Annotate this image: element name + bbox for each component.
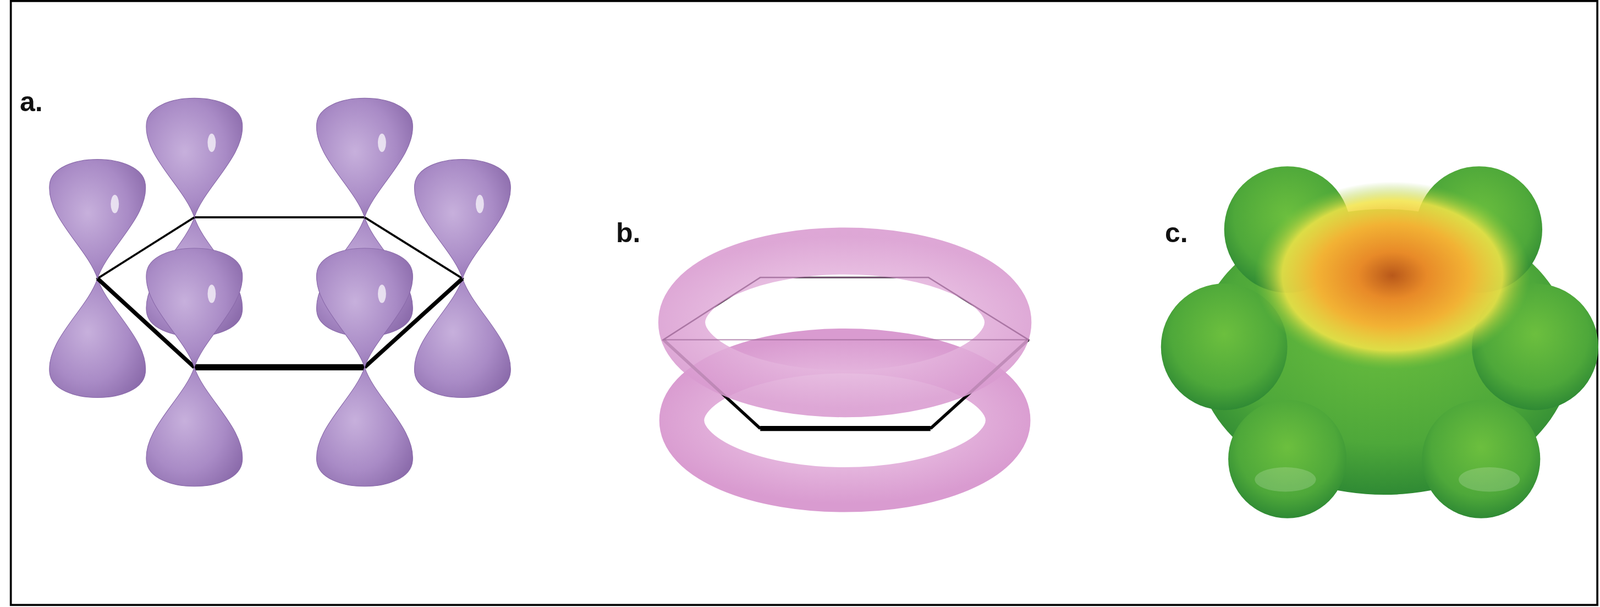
panel-label: a. — [19, 88, 43, 116]
panel-label: b. — [616, 218, 641, 247]
panel-label: c. — [1164, 218, 1189, 247]
